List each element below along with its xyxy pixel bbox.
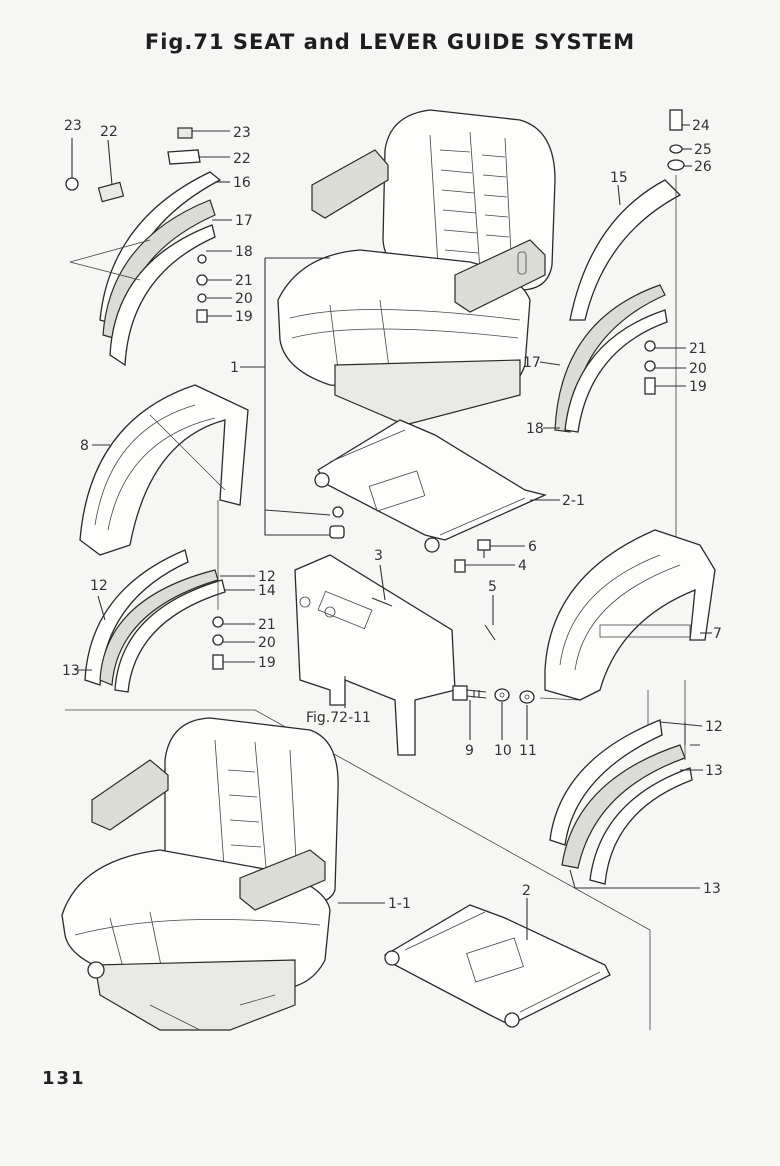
seat-assembly <box>277 109 556 426</box>
callout-9: 9 <box>465 743 474 759</box>
cross-reference-label: Fig.72-11 <box>306 710 371 726</box>
callout-1-1: 1-1 <box>388 896 411 912</box>
callout-18: 18 <box>526 421 544 437</box>
callout-23: 23 <box>64 118 82 134</box>
callout-25: 25 <box>694 142 712 158</box>
callout-22: 22 <box>100 124 118 140</box>
callout-leaders <box>71 124 712 940</box>
seat-rail-plate <box>314 419 547 553</box>
callout-labels: 23 22 23 22 16 17 18 21 20 19 24 25 26 1… <box>62 118 723 912</box>
callout-19: 19 <box>689 379 707 395</box>
callout-21: 21 <box>235 273 253 289</box>
left-middle-guard <box>79 384 249 556</box>
lever-guide-bracket <box>294 554 496 756</box>
callout-5: 5 <box>488 579 497 595</box>
figure-title: Fig.71 SEAT and LEVER GUIDE SYSTEM <box>144 30 636 54</box>
callout-17: 17 <box>523 355 541 371</box>
page-number: 131 <box>42 1068 86 1089</box>
callout-21: 21 <box>258 617 276 633</box>
callout-7: 7 <box>713 626 722 642</box>
left-upper-guard <box>69 171 222 367</box>
callout-15: 15 <box>610 170 628 186</box>
right-upper-guard <box>554 109 685 545</box>
callout-19: 19 <box>258 655 276 671</box>
callout-2: 2 <box>522 883 531 899</box>
bolt-washer-group <box>452 685 581 704</box>
lower-seat-assembly <box>61 717 339 1031</box>
callout-8: 8 <box>80 438 89 454</box>
callout-13: 13 <box>62 663 80 679</box>
callout-1: 1 <box>230 360 239 376</box>
right-lower-guard <box>549 680 693 885</box>
callout-13: 13 <box>705 763 723 779</box>
callout-6: 6 <box>528 539 537 555</box>
callout-16: 16 <box>233 175 251 191</box>
callout-20: 20 <box>258 635 276 651</box>
callout-11: 11 <box>519 743 537 759</box>
callout-13: 13 <box>703 881 721 897</box>
callout-2-1: 2-1 <box>562 493 585 509</box>
callout-20: 20 <box>235 291 253 307</box>
right-middle-guard <box>544 529 716 701</box>
callout-10: 10 <box>494 743 512 759</box>
callout-12: 12 <box>705 719 723 735</box>
callout-12: 12 <box>258 569 276 585</box>
lower-rail-plate <box>383 904 611 1028</box>
callout-19: 19 <box>235 309 253 325</box>
callout-17: 17 <box>235 213 253 229</box>
callout-21: 21 <box>689 341 707 357</box>
callout-23: 23 <box>233 125 251 141</box>
callout-14: 14 <box>258 583 276 599</box>
left-lower-guard <box>84 500 226 693</box>
callout-18: 18 <box>235 244 253 260</box>
callout-12: 12 <box>90 578 108 594</box>
callout-22: 22 <box>233 151 251 167</box>
callout-26: 26 <box>694 159 712 175</box>
callout-24: 24 <box>692 118 710 134</box>
callout-20: 20 <box>689 361 707 377</box>
callout-4: 4 <box>518 558 527 574</box>
callout-3: 3 <box>374 548 383 564</box>
